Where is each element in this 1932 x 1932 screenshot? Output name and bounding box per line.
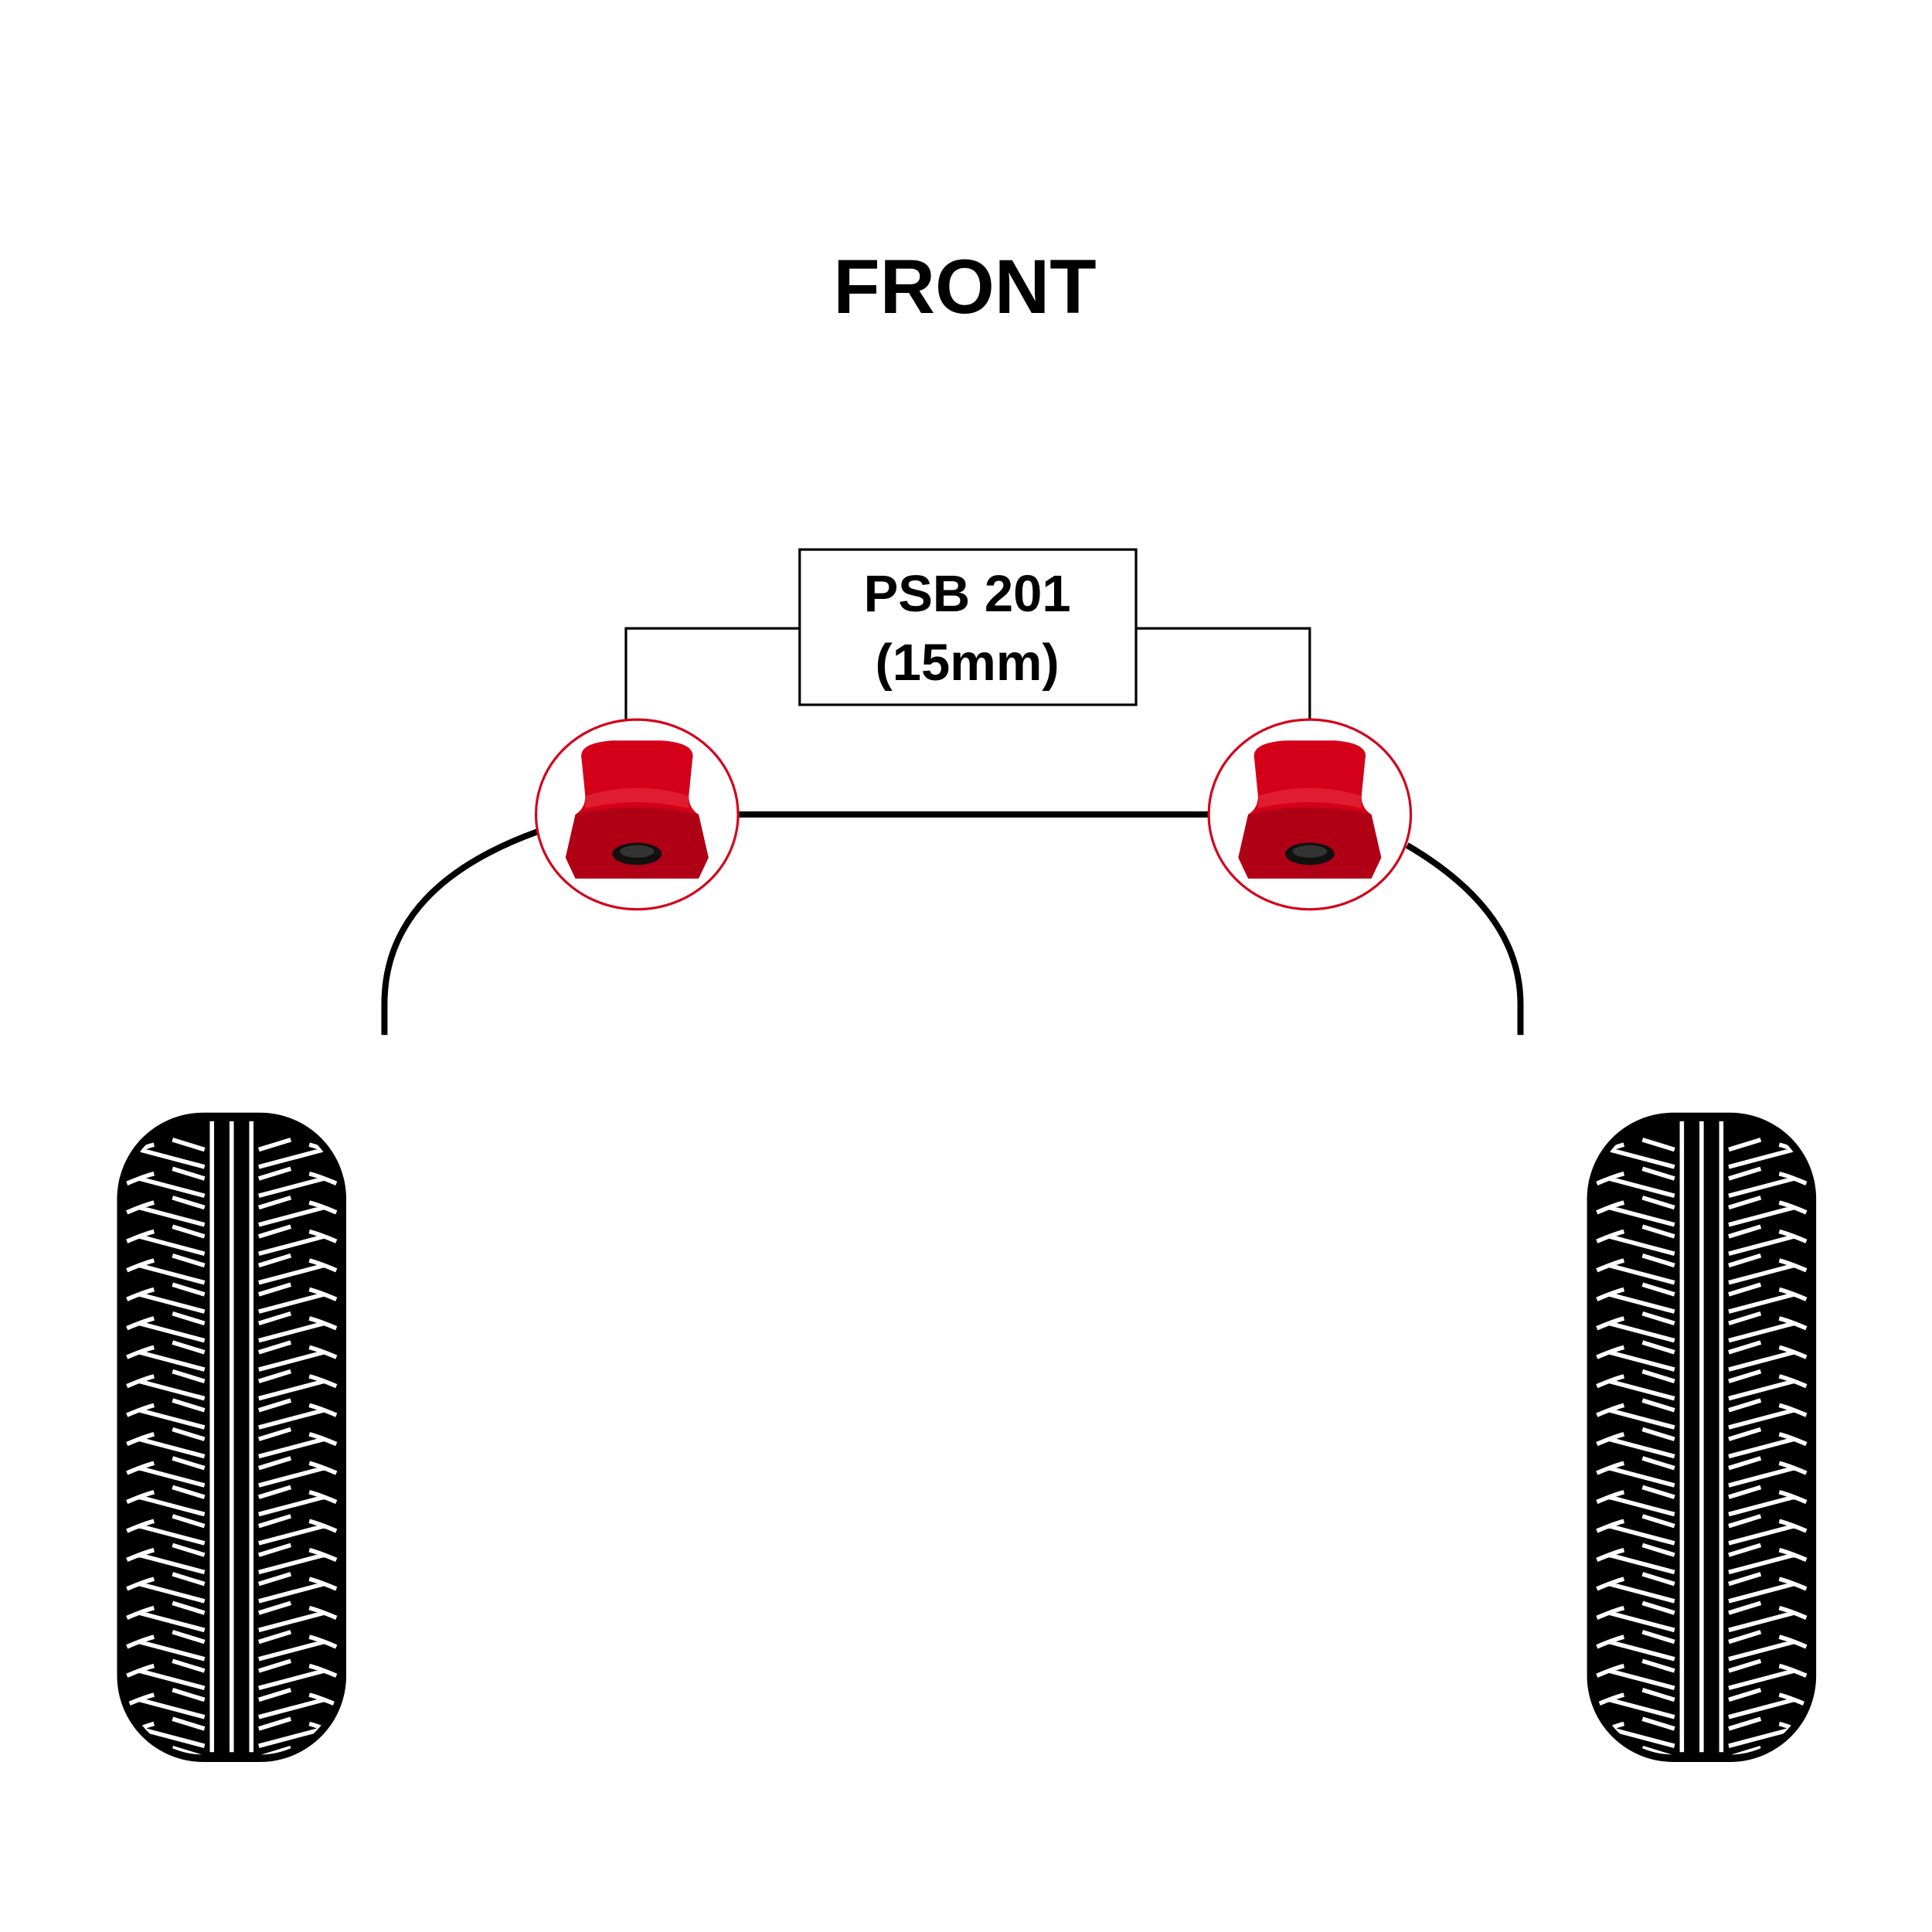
- anti-roll-bar: [381, 811, 1524, 1036]
- part-label-box: [798, 548, 1138, 706]
- bushing-icon: [565, 740, 709, 879]
- leader-line-right: [1136, 627, 1311, 721]
- bushing-icon: [1238, 740, 1382, 879]
- part-size: (15mm): [876, 634, 1060, 692]
- leader-line-left: [624, 627, 800, 721]
- tire-tread: [1596, 1121, 1808, 1755]
- bushing-right: [1207, 718, 1413, 911]
- part-number: PSB 201: [864, 565, 1071, 623]
- tire-front-right: [1587, 1112, 1817, 1762]
- tire-tread: [126, 1121, 338, 1755]
- bushing-left: [534, 718, 740, 911]
- front-title: FRONT: [833, 244, 1096, 329]
- tire-front-left: [117, 1112, 347, 1762]
